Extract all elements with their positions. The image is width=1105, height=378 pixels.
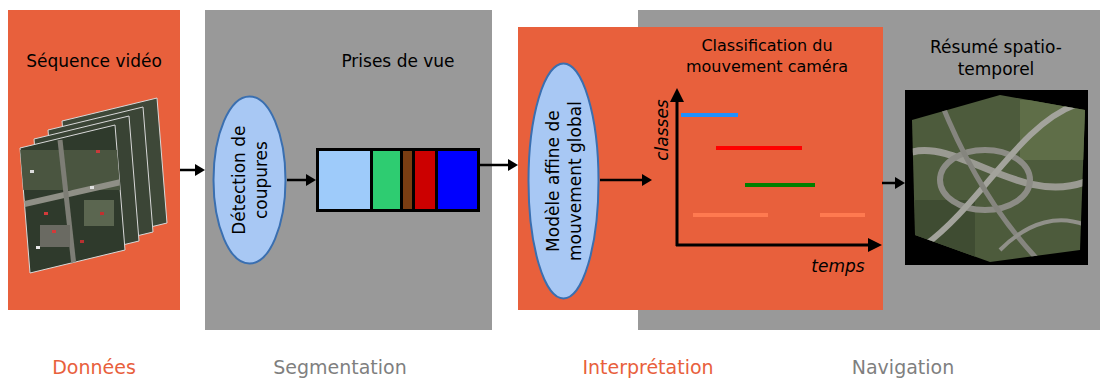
node-label: Détection de coupures (227, 105, 271, 255)
panel-caption: Interprétation (523, 355, 773, 378)
axis-label: temps (798, 255, 878, 277)
shot-segments (319, 151, 477, 209)
node-label: Résumé spatio-temporel (906, 36, 1086, 80)
panel-caption: Segmentation (215, 355, 465, 378)
video-frames (20, 98, 167, 275)
axis-label: classes (651, 90, 673, 170)
ellipse-outline (527, 62, 600, 300)
node-label: Prises de vue (298, 50, 498, 72)
flow-arrow (287, 174, 316, 186)
flow-arrow (480, 159, 518, 171)
flow-arrow (882, 177, 905, 189)
class-chart (670, 88, 882, 252)
flow-arrow (600, 174, 652, 186)
panel-heading: Séquence vidéo (12, 50, 176, 72)
classification-chart: Classification du mouvement caméra (652, 30, 882, 285)
node-label: Classification du mouvement caméra (672, 36, 862, 78)
motion-model-ellipse: Modèle affine de mouvement global (527, 62, 600, 300)
cut-detection-ellipse: Détection de coupures (212, 95, 287, 265)
ellipse-outline (212, 95, 287, 265)
mosaic-image (905, 90, 1090, 265)
panel-caption: Données (0, 355, 204, 378)
node-label: Modèle affine de mouvement global (541, 76, 585, 286)
panel-caption: Navigation (778, 355, 1028, 378)
flow-arrow (180, 164, 205, 176)
